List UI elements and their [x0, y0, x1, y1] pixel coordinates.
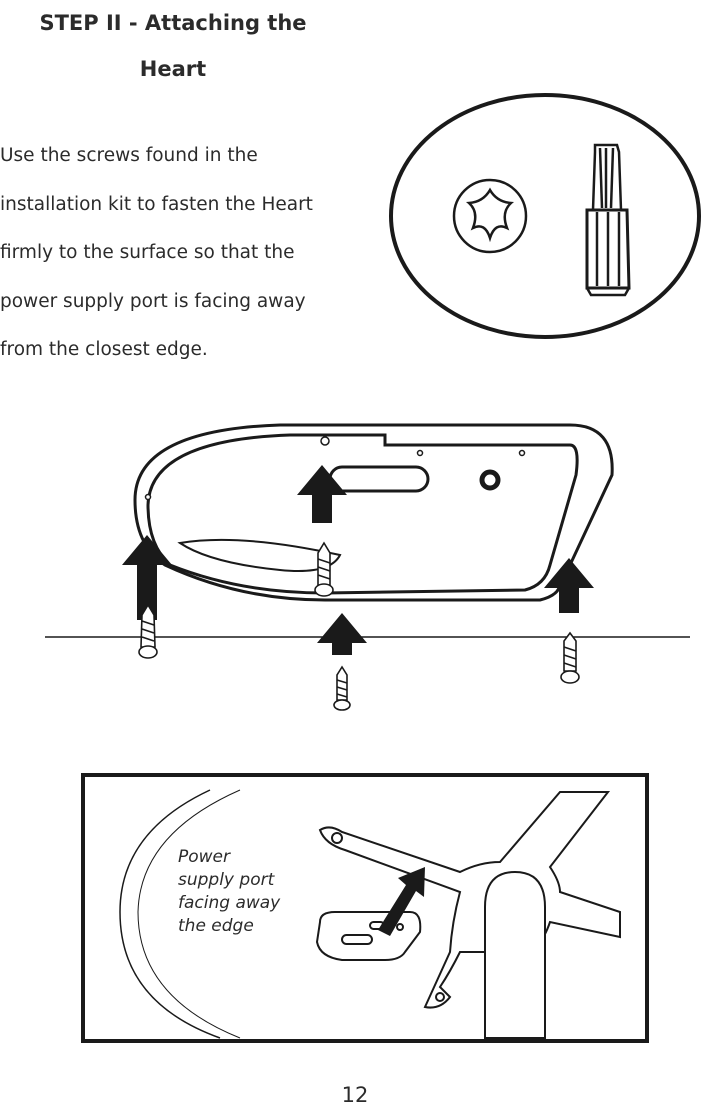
- instruction-line: from the closest edge.: [0, 339, 208, 360]
- instruction-line: installation kit to fasten the Heart: [0, 193, 313, 215]
- step-title-line-1: STEP II - Attaching the: [39, 11, 307, 35]
- up-arrow-icon: [378, 867, 425, 936]
- table-base-bracket: [318, 791, 621, 1039]
- step-title-line-2: Heart: [139, 57, 207, 81]
- instruction-line: power supply port is facing away: [0, 290, 306, 312]
- heart-device-small-icon: [315, 911, 422, 961]
- callout-line: Power: [178, 847, 231, 867]
- callout-line: the edge: [178, 916, 254, 936]
- callout-line: supply port: [178, 870, 275, 890]
- up-arrow-icon: [122, 465, 594, 655]
- callout-oval: [389, 93, 701, 339]
- step-title: STEP II - Attaching the Heart: [18, 0, 328, 92]
- instruction-paragraph: Use the screws found in the installation…: [0, 132, 340, 375]
- power-port-callout: Power supply port facing away the edge: [178, 846, 308, 938]
- page-number: 12: [341, 1083, 369, 1107]
- table-underside-illustration: [81, 773, 649, 1043]
- instruction-line: firmly to the surface so that the: [0, 242, 295, 263]
- torx-bit-illustration: [389, 93, 701, 339]
- table-top-edge: [119, 789, 241, 1039]
- instruction-line: Use the screws found in the: [0, 145, 258, 166]
- device-screws-illustration: [45, 423, 690, 711]
- torx-bit-icon: [585, 143, 631, 297]
- heart-device-icon: [133, 423, 614, 602]
- torx-head-icon: [452, 178, 528, 254]
- callout-line: facing away: [178, 893, 281, 913]
- screw-icon: [138, 541, 580, 711]
